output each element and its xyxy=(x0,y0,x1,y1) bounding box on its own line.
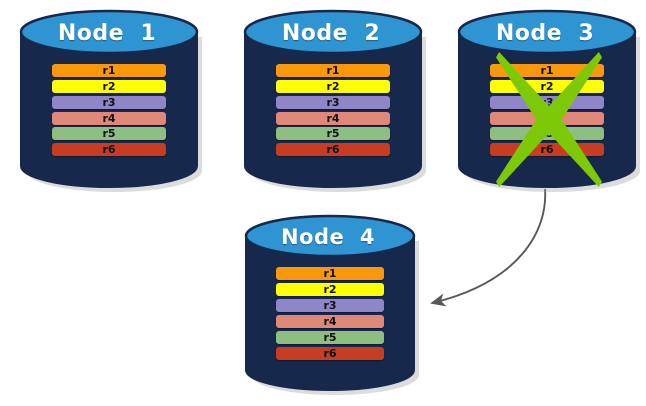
node-1-row-r6[interactable]: r6 xyxy=(52,143,166,157)
node-1-row-r2[interactable]: r2 xyxy=(52,79,166,93)
node-4-top-ellipse xyxy=(244,214,416,258)
node-3-row-r1[interactable]: r1 xyxy=(490,64,604,77)
node-4-row-r3[interactable]: r3 xyxy=(276,299,384,312)
node-4-row-r4[interactable]: r4 xyxy=(276,315,384,328)
node-4-body xyxy=(245,235,415,391)
node-3-body xyxy=(458,31,636,188)
node-3-top-ellipse xyxy=(457,9,637,55)
node-1-top-ellipse xyxy=(19,9,199,55)
node-3-row-r3[interactable]: r3 xyxy=(490,95,604,109)
node-2-row-r2[interactable]: r2 xyxy=(276,79,390,93)
node-4-row-r1[interactable]: r1 xyxy=(276,267,384,280)
node-2-body xyxy=(244,31,422,188)
node-3-row-r5[interactable]: r5 xyxy=(490,127,604,141)
node-2-row-r5[interactable]: r5 xyxy=(276,127,390,141)
node-4-row-r5[interactable]: r5 xyxy=(276,331,384,344)
node-3-row-r2[interactable]: r2 xyxy=(490,79,604,93)
node-1-row-r5[interactable]: r5 xyxy=(52,127,166,141)
node-1-row-r3[interactable]: r3 xyxy=(52,95,166,109)
node-3-row-r4[interactable]: r4 xyxy=(490,111,604,125)
node-1-row-r4[interactable]: r4 xyxy=(52,111,166,125)
node-4-row-r6[interactable]: r6 xyxy=(276,347,384,360)
node-3-row-r6[interactable]: r6 xyxy=(490,143,604,157)
node-1-body xyxy=(20,31,198,188)
node-2-row-r4[interactable]: r4 xyxy=(276,111,390,125)
replication-arrow-path xyxy=(430,188,547,307)
node-2-row-r1[interactable]: r1 xyxy=(276,64,390,77)
node-2-row-r3[interactable]: r3 xyxy=(276,95,390,109)
node-2-row-r6[interactable]: r6 xyxy=(276,143,390,157)
node-4-row-r2[interactable]: r2 xyxy=(276,283,384,296)
node-2-top-ellipse xyxy=(243,9,423,55)
node-1-row-r1[interactable]: r1 xyxy=(52,64,166,77)
